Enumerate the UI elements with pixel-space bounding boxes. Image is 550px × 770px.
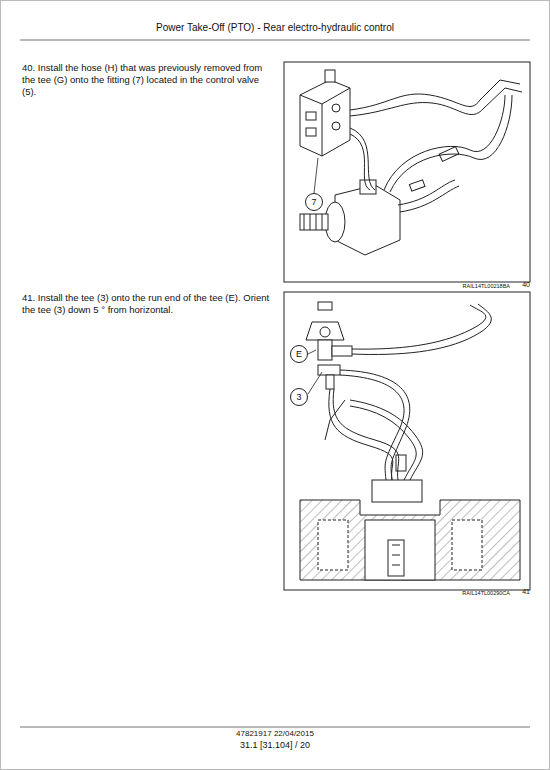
control-valve <box>300 70 350 156</box>
figure-number: 40 <box>514 281 530 290</box>
footer-rule <box>20 727 530 728</box>
callout-circle: E <box>290 345 308 363</box>
hydraulic-hose <box>325 304 491 480</box>
figure-code: RAIL14TL00290CA <box>380 590 510 597</box>
pto-motor <box>300 180 400 255</box>
figure-code: RAIL14TL00218BA <box>380 283 510 290</box>
header-rule <box>20 40 530 41</box>
footer-code: 47821917 22/04/2015 <box>20 729 530 739</box>
callout-circle: 7 <box>305 193 323 211</box>
page-header: Power Take-Off (PTO) - Rear electro-hydr… <box>20 22 530 35</box>
page-number: 31.1 [31.104] / 20 <box>20 740 530 751</box>
leader-line <box>314 158 318 193</box>
callout-number: 3 <box>296 392 301 402</box>
tee-fitting <box>306 302 352 389</box>
figure-number: 41 <box>514 588 530 597</box>
step-text: 40. Install the hose (H) that was previo… <box>22 62 274 98</box>
step-text: 41. Install the tee (3) onto the run end… <box>22 292 274 316</box>
figure-frame <box>284 292 530 590</box>
figure-frame <box>284 62 530 282</box>
callout-number: 7 <box>311 197 316 207</box>
transmission-housing <box>300 480 520 580</box>
hydraulic-hose <box>350 80 522 212</box>
leader-line <box>308 372 322 394</box>
callout-number: E <box>296 349 302 359</box>
leader-line <box>308 350 316 354</box>
callout-circle: 3 <box>290 388 308 406</box>
